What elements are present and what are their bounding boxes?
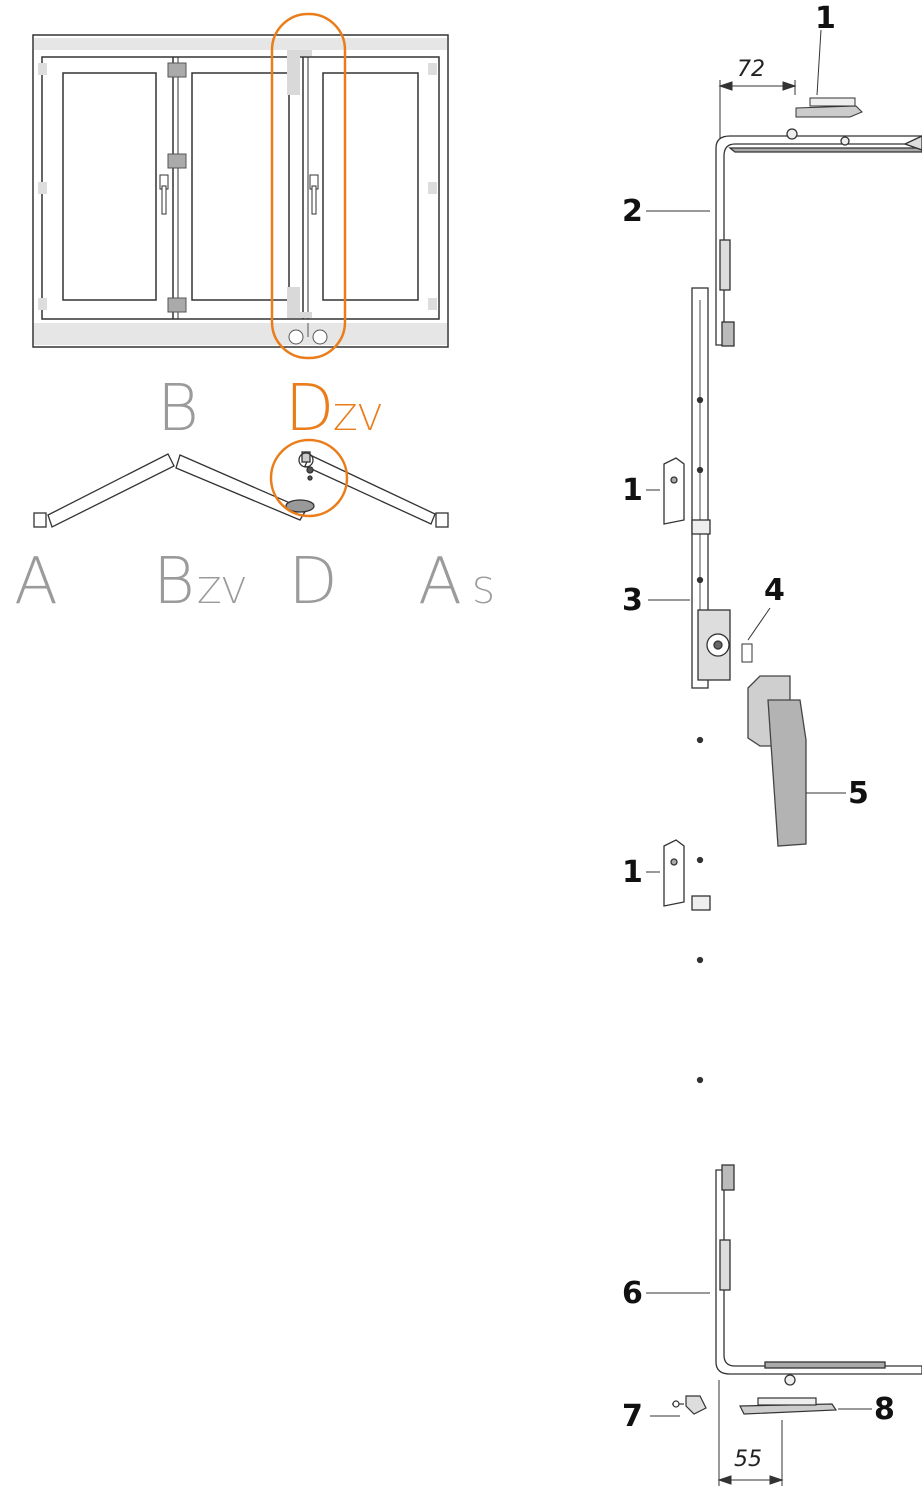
strike-plate-low bbox=[663, 839, 685, 907]
dimension-72 bbox=[718, 80, 797, 138]
orange-outline-highlight bbox=[270, 12, 347, 360]
callout-1-low: 1 bbox=[622, 855, 643, 890]
callout-1-top: 1 bbox=[815, 1, 836, 36]
sash-pane-1 bbox=[62, 72, 157, 301]
corner-bearing bbox=[672, 1395, 707, 1415]
corner-drive-bottom bbox=[715, 1164, 922, 1386]
label-D-bottom: D bbox=[288, 545, 337, 619]
dimension-55 bbox=[717, 1380, 784, 1486]
callout-3: 3 bbox=[622, 583, 643, 618]
sash-pane-3 bbox=[322, 72, 419, 301]
callout-8: 8 bbox=[874, 1392, 895, 1427]
window-handle-icon bbox=[309, 174, 319, 215]
label-B-bottom-sub: ZV bbox=[197, 571, 246, 612]
label-D-top: D bbox=[285, 372, 334, 446]
strike-plate-top bbox=[795, 29, 863, 118]
label-A2: A bbox=[418, 545, 462, 619]
callout-4: 4 bbox=[764, 573, 785, 608]
dimension-top: 72 bbox=[737, 57, 765, 82]
label-B-top: B bbox=[157, 372, 199, 446]
dimension-bottom: 55 bbox=[734, 1447, 762, 1472]
orange-outline-highlight bbox=[269, 438, 349, 518]
spindle-cover bbox=[741, 607, 771, 663]
bottom-strike-plate bbox=[739, 1397, 838, 1415]
plan-view bbox=[33, 438, 449, 528]
strike-plate-mid bbox=[663, 457, 685, 525]
window-elevation bbox=[32, 12, 449, 360]
window-handle-icon bbox=[159, 174, 169, 215]
label-D-top-sub: ZV bbox=[333, 398, 382, 439]
callout-2: 2 bbox=[622, 194, 643, 229]
window-handle-icon bbox=[747, 675, 807, 847]
label-A2-sub: S bbox=[472, 571, 495, 612]
callout-5: 5 bbox=[848, 776, 869, 811]
label-B-bottom: B bbox=[153, 545, 195, 619]
callout-1-mid: 1 bbox=[622, 473, 643, 508]
corner-drive-top bbox=[715, 128, 922, 347]
callout-7: 7 bbox=[622, 1399, 643, 1434]
espagnolette bbox=[691, 287, 731, 1084]
callout-6: 6 bbox=[622, 1276, 643, 1311]
sash-pane-2 bbox=[191, 72, 290, 301]
label-A: A bbox=[14, 545, 58, 619]
